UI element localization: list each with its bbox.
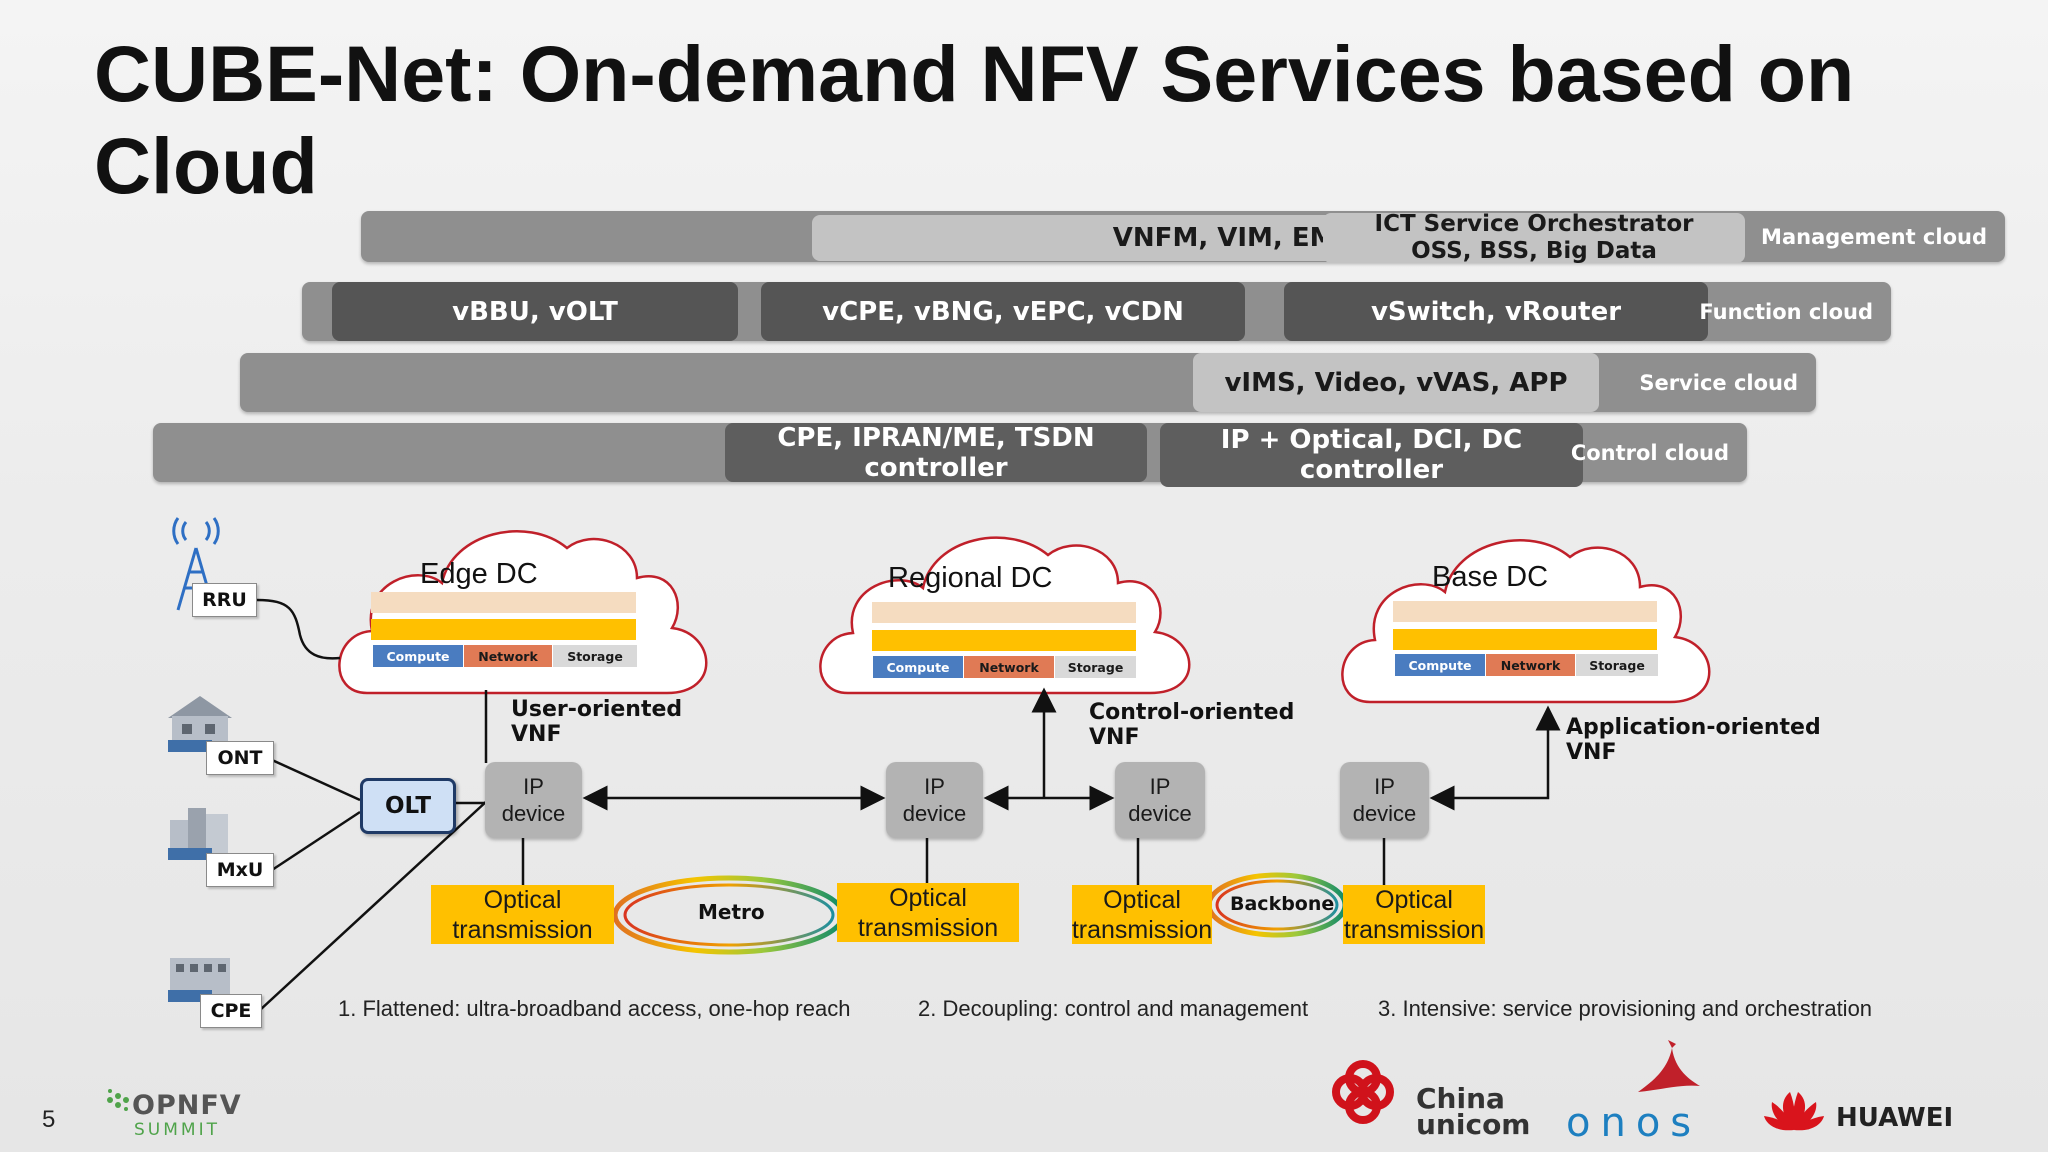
base-dc-strip-top: [1393, 601, 1657, 622]
control-cloud-label: Control cloud: [1570, 440, 1729, 465]
management-cloud-bar: VNFM, VIM, EMS ICT Service Orchestrator …: [361, 211, 2005, 264]
orchestrator-label: ICT Service Orchestrator OSS, BSS, Big D…: [1374, 211, 1694, 264]
service-cloud-bar: vIMS, Video, vVAS, APP Service cloud: [240, 353, 1816, 412]
china-unicom-logo-icon: [1332, 1060, 1394, 1124]
vims-label: vIMS, Video, vVAS, APP: [1224, 367, 1568, 398]
regional-dc-title: Regional DC: [888, 562, 1053, 594]
onos-logo: onos: [1566, 1100, 1702, 1146]
ont-tag: ONT: [206, 741, 274, 775]
regional-dc-strip-mid: [872, 630, 1136, 651]
optical-transmission-4: Optical transmission: [1343, 885, 1485, 944]
note-decoupling: 2. Decoupling: control and management: [918, 996, 1309, 1021]
user-oriented-vnf-label: User-oriented VNF: [511, 697, 683, 747]
optical-transmission-1: Optical transmission: [431, 885, 614, 944]
mxu-tag: MxU: [206, 853, 274, 887]
note-flattened: 1. Flattened: ultra-broadband access, on…: [338, 996, 851, 1021]
base-dc-compute: Compute: [1395, 654, 1485, 676]
optical-transmission-3: Optical transmission: [1071, 885, 1213, 944]
vswitch-box: vSwitch, vRouter: [1284, 282, 1708, 341]
management-cloud-label: Management cloud: [1761, 224, 1987, 249]
edge-dc-network: Network: [464, 645, 552, 667]
vbbu-box: vBBU, vOLT: [332, 282, 738, 341]
optical-transmission-2: Optical transmission: [837, 883, 1019, 942]
slide-title: CUBE-Net: On-demand NFV Services based o…: [94, 29, 1855, 210]
vswitch-label: vSwitch, vRouter: [1370, 296, 1622, 327]
base-dc-storage: Storage: [1576, 654, 1658, 676]
china-unicom-unicom: unicom: [1416, 1108, 1531, 1141]
summit-logo: SUMMIT: [134, 1120, 220, 1140]
onos-logo-icon: [1638, 1040, 1700, 1092]
vcpe-box: vCPE, vBNG, vEPC, vCDN: [761, 282, 1245, 341]
ip-device-edge: IP device: [485, 762, 582, 838]
edge-dc-storage: Storage: [553, 645, 637, 667]
application-oriented-vnf-label: Application-oriented VNF: [1566, 715, 1821, 765]
vbbu-label: vBBU, vOLT: [452, 296, 618, 327]
ip-device-base: IP device: [1340, 762, 1429, 838]
base-dc-strip-mid: [1393, 629, 1657, 650]
cpe-controller-label: CPE, IPRAN/ME, TSDN controller: [777, 422, 1095, 483]
building-icon: [168, 808, 228, 860]
ip-optical-controller-box: IP + Optical, DCI, DC controller: [1160, 423, 1583, 487]
base-dc-title: Base DC: [1432, 561, 1549, 593]
ip-device-control: IP device: [1115, 762, 1205, 838]
edge-dc-compute: Compute: [373, 645, 463, 667]
cpe-controller-box: CPE, IPRAN/ME, TSDN controller: [725, 422, 1147, 483]
note-intensive: 3. Intensive: service provisioning and o…: [1378, 996, 1873, 1021]
regional-dc-storage: Storage: [1055, 656, 1136, 678]
vcpe-label: vCPE, vBNG, vEPC, vCDN: [822, 296, 1184, 327]
vnfm-label: VNFM, VIM, EMS: [1112, 223, 1355, 253]
rru-tag: RRU: [192, 583, 257, 617]
regional-dc-strip-top: [872, 602, 1136, 623]
huawei-logo: HUAWEI: [1836, 1103, 1954, 1133]
vims-box: vIMS, Video, vVAS, APP: [1193, 353, 1599, 412]
huawei-logo-icon: [1764, 1092, 1824, 1131]
orchestrator-box: ICT Service Orchestrator OSS, BSS, Big D…: [1323, 211, 1745, 264]
control-cloud-bar: CPE, IPRAN/ME, TSDN controller IP + Opti…: [153, 422, 1747, 487]
opnfv-logo-icon: [107, 1089, 129, 1111]
metro-ring-label: Metro: [698, 900, 765, 924]
regional-dc-compute: Compute: [873, 656, 963, 678]
olt-box: OLT: [360, 778, 456, 834]
edge-dc-strip-top: [371, 592, 636, 613]
ip-device-regional: IP device: [886, 762, 983, 838]
regional-dc-network: Network: [964, 656, 1054, 678]
ip-optical-controller-label: IP + Optical, DCI, DC controller: [1220, 425, 1523, 485]
china-unicom-china: China: [1416, 1082, 1505, 1115]
page-number: 5: [42, 1106, 56, 1133]
function-cloud-bar: vBBU, vOLT vCPE, vBNG, vEPC, vCDN vSwitc…: [302, 282, 1891, 341]
edge-dc-strip-mid: [371, 619, 636, 640]
base-dc-network: Network: [1486, 654, 1575, 676]
backbone-ring-label: Backbone: [1230, 893, 1335, 915]
service-cloud-label: Service cloud: [1639, 370, 1798, 395]
antenna-icon: [172, 517, 220, 611]
control-oriented-vnf-label: Control-oriented VNF: [1089, 700, 1295, 750]
cpe-tag: CPE: [200, 994, 262, 1028]
edge-dc-title: Edge DC: [420, 558, 538, 590]
opnfv-logo: OPNFV: [132, 1090, 242, 1121]
enterprise-icon: [168, 958, 230, 1002]
function-cloud-label: Function cloud: [1699, 299, 1873, 324]
